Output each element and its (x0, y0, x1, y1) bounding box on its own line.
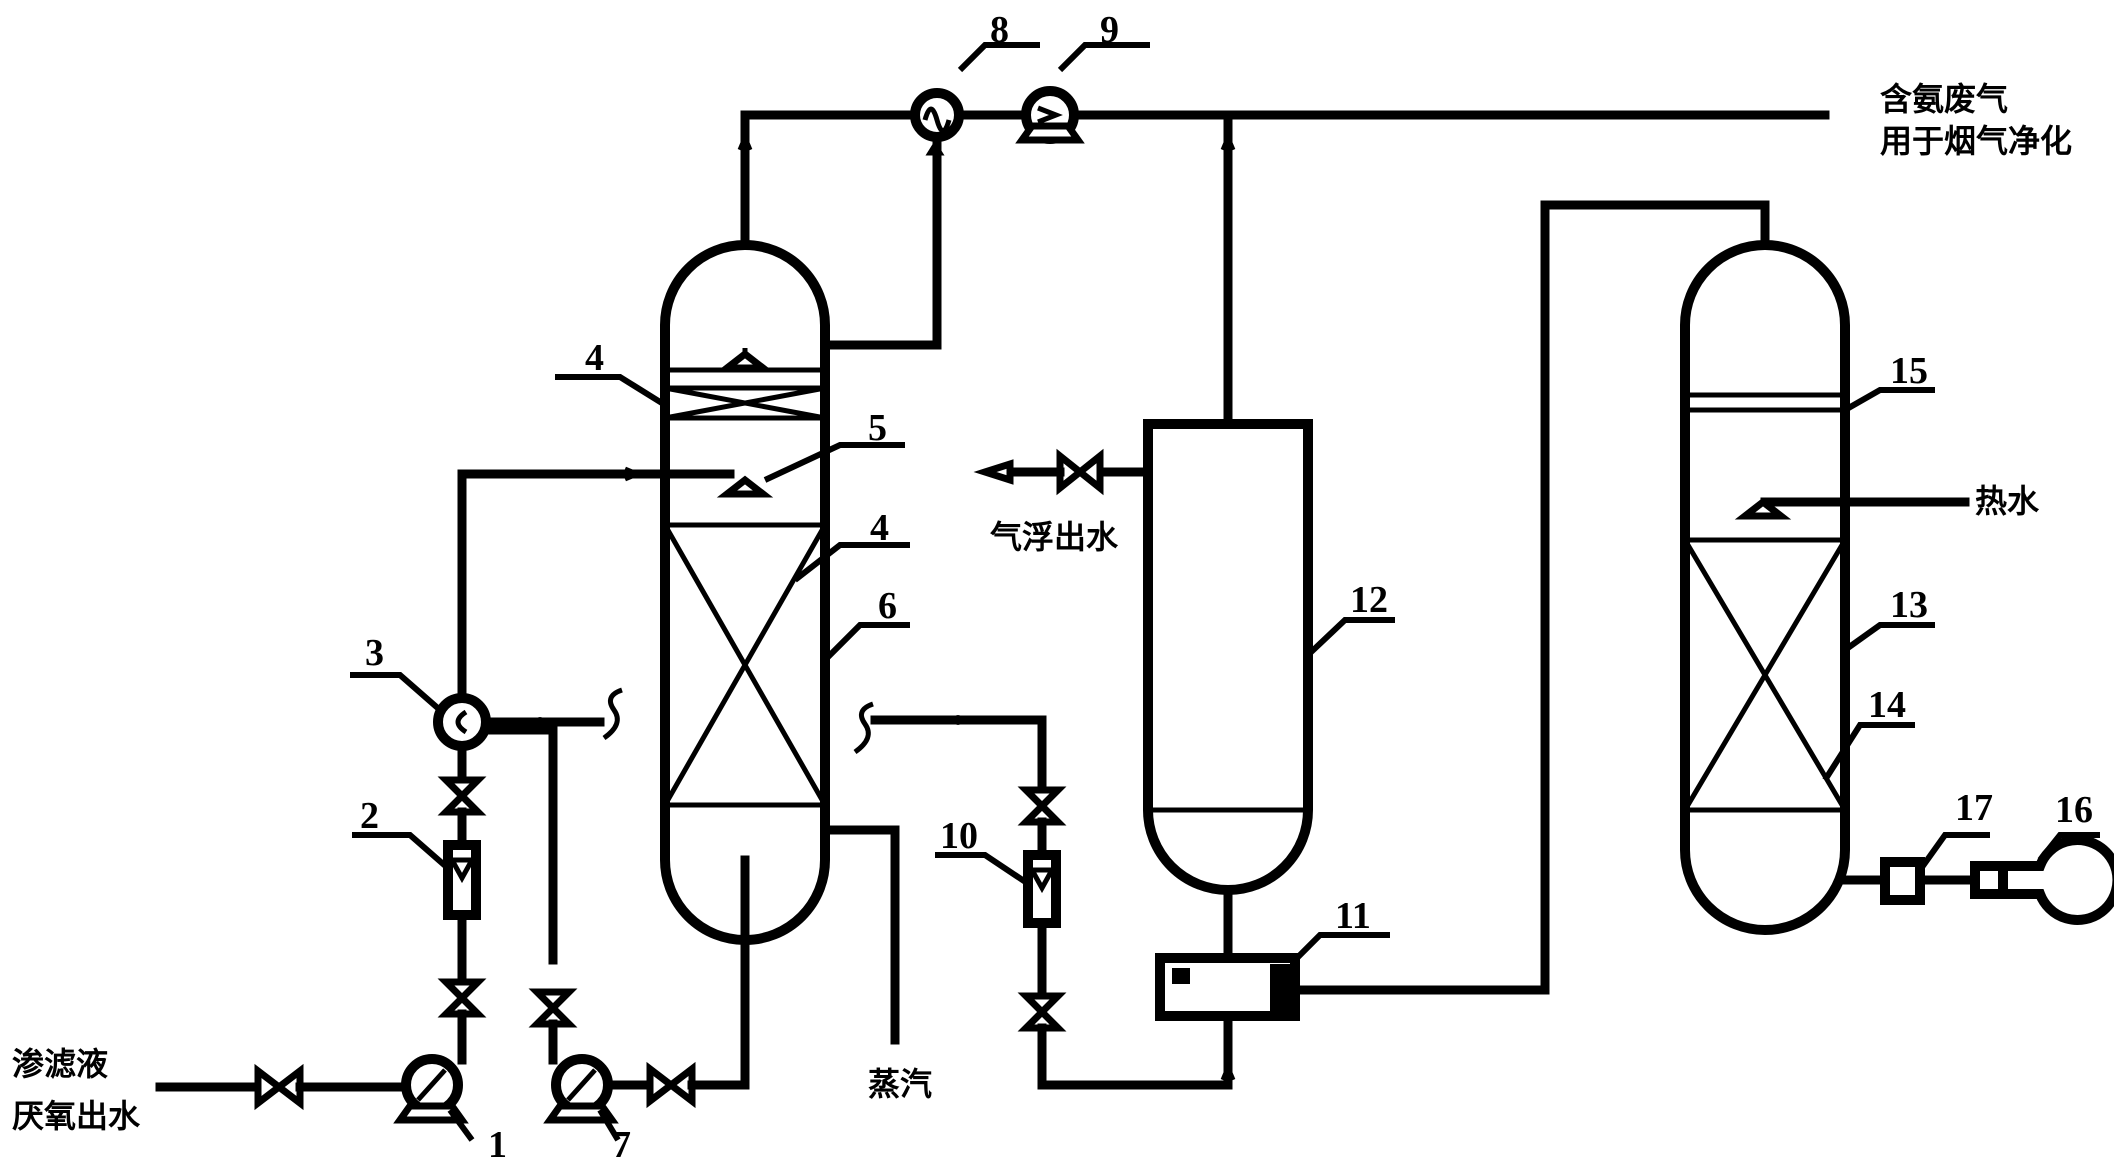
label-9: 9 (1100, 9, 1119, 51)
stripping-tower-6 (660, 240, 830, 945)
valve-group-10 (1017, 786, 1236, 1090)
label-16: 16 (2055, 789, 2093, 831)
inlet-label-line2: 厌氧出水 (12, 1097, 141, 1135)
label-8: 8 (990, 9, 1009, 51)
feed-line (155, 741, 487, 1124)
label-14: 14 (1868, 684, 1906, 726)
label-17: 17 (1955, 787, 1993, 829)
inlet-label-line1: 渗滤液 (12, 1045, 108, 1083)
steam-inlet-pipe (820, 701, 1047, 1045)
label-10: 10 (940, 815, 978, 857)
hot-water-label: 热水 (1975, 482, 2040, 520)
waste-gas-label-line2: 用于烟气净化 (1880, 122, 2072, 160)
pump-11 (1155, 200, 1773, 1021)
regeneration-tower-13 (1680, 240, 1970, 935)
label-12: 12 (1350, 579, 1388, 621)
leader-lines (350, 42, 2100, 1142)
label-11: 11 (1335, 895, 1371, 937)
label-5: 5 (868, 407, 887, 449)
label-13: 13 (1890, 584, 1928, 626)
separator-12 (973, 419, 1313, 960)
label-4-top: 4 (585, 337, 604, 379)
heat-exchanger-3 (433, 687, 623, 965)
blower-9 (1015, 86, 1085, 144)
label-4-main: 4 (870, 507, 889, 549)
filter-17-blower-16 (1840, 835, 2114, 925)
label-2: 2 (360, 795, 379, 837)
label-15: 15 (1890, 350, 1928, 392)
steam-label: 蒸汽 (868, 1065, 932, 1103)
label-7: 7 (612, 1124, 631, 1157)
gas-header-pipe (737, 110, 1830, 425)
recycle-feed-pipe (457, 466, 735, 700)
pump-7-line (528, 855, 750, 1124)
label-6: 6 (878, 585, 897, 627)
waste-gas-label-line1: 含氨废气 (1880, 80, 2008, 118)
label-1: 1 (488, 1124, 507, 1157)
effluent-label: 气浮出水 (990, 518, 1119, 556)
label-3: 3 (365, 632, 384, 674)
